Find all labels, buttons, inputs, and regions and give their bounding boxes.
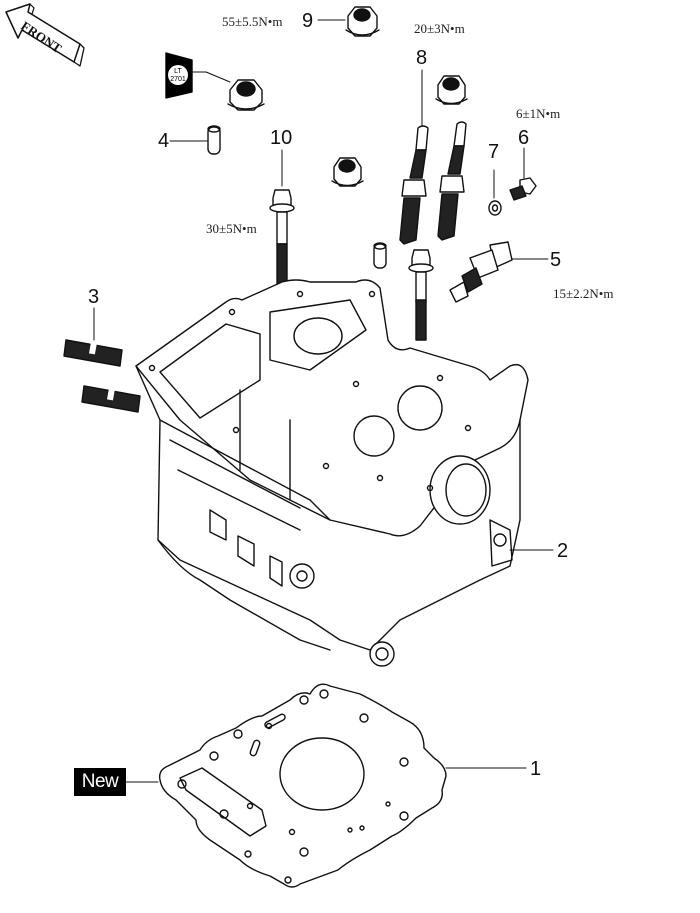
callout-10: 10 — [270, 127, 293, 149]
flange-bolt-icon — [269, 149, 295, 287]
callout-8: 8 — [416, 47, 428, 69]
callout-6: 6 — [518, 127, 530, 149]
flange-nut-icon — [317, 6, 380, 37]
flange-nut-icon — [435, 75, 468, 105]
torque-spec-9: 55±5.5N•m — [222, 14, 283, 29]
callout-2: 2 — [557, 540, 569, 562]
callout-7: 7 — [488, 141, 500, 163]
callout-4: 4 — [158, 130, 170, 152]
threadlocker-label-line2: 2701 — [170, 76, 186, 83]
torque-spec-8: 20±3N•m — [414, 21, 465, 36]
bolt-icon — [509, 147, 537, 201]
callout-9: 9 — [302, 10, 314, 32]
front-direction-arrow — [5, 3, 85, 67]
callout-5: 5 — [550, 249, 562, 271]
threadlocker-badge — [165, 52, 231, 99]
stud-bolt-icon — [63, 307, 141, 413]
spark-plug-icon — [437, 121, 467, 241]
callout-3: 3 — [88, 286, 100, 308]
flange-nut-icon — [227, 79, 265, 111]
cylinder-head-illustration — [135, 279, 554, 667]
cylinder-head-gasket-illustration — [125, 683, 527, 888]
temperature-sensor-icon — [449, 241, 549, 303]
flange-nut-icon — [331, 157, 364, 187]
flange-bolt-icon — [408, 249, 434, 341]
new-part-badge: New — [74, 768, 126, 796]
dowel-pin-icon — [373, 242, 387, 269]
torque-spec-10: 30±5N•m — [206, 221, 257, 236]
washer-icon — [488, 169, 502, 216]
dowel-pin-icon — [169, 125, 221, 155]
threadlocker-label-line1: LT — [174, 68, 182, 75]
callout-1: 1 — [530, 758, 542, 780]
spark-plug-icon — [399, 69, 429, 245]
torque-spec-6: 6±1N•m — [516, 106, 561, 121]
torque-spec-5: 15±2.2N•m — [553, 286, 614, 301]
